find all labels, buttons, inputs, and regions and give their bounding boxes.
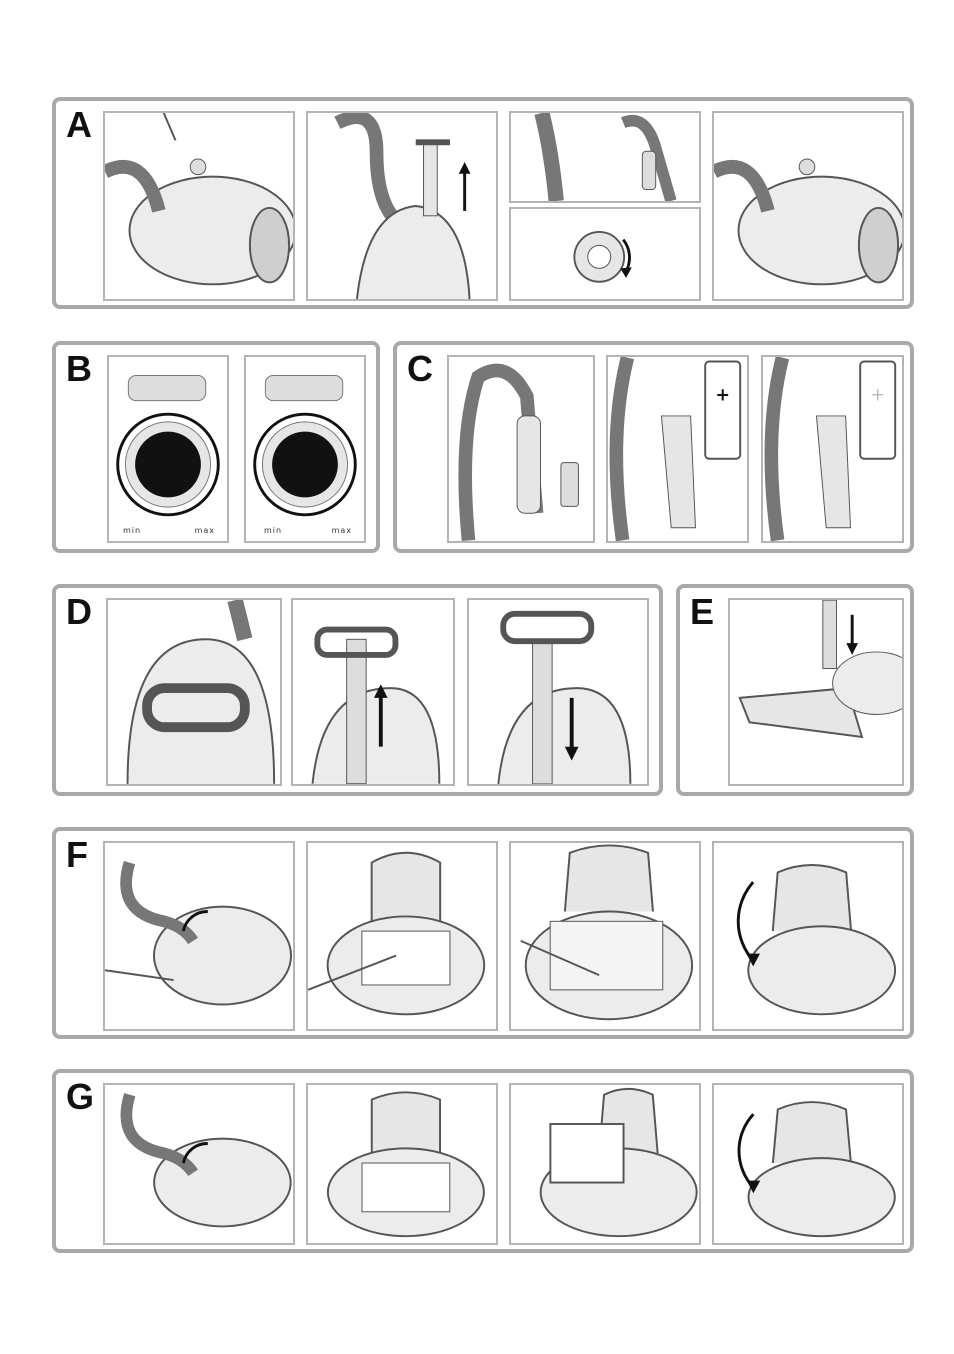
dial-min-label: min [123, 526, 141, 535]
section-d: D [52, 584, 663, 796]
section-letter-d: D [66, 594, 92, 630]
arrow-icon [459, 162, 471, 174]
illustration-a1 [103, 111, 295, 301]
illustration-f4 [712, 841, 904, 1031]
illustration-f2 [306, 841, 498, 1031]
section-letter-g: G [66, 1079, 94, 1115]
section-c: C + + [393, 341, 914, 553]
section-a: A [52, 97, 914, 309]
illustration-c1 [447, 355, 595, 543]
section-letter-c: C [407, 351, 433, 387]
dial-panel-right: min max [244, 355, 366, 543]
illustration-a3-bottom [509, 207, 701, 301]
illustration-a3-top [509, 111, 701, 203]
power-dial-icon [109, 357, 227, 541]
illustration-g4 [712, 1083, 904, 1245]
illustration-g2 [306, 1083, 498, 1245]
dial-panel-left: min max [107, 355, 229, 543]
illustration-c3: + [761, 355, 904, 543]
illustration-a2 [306, 111, 498, 301]
illustration-e1 [728, 598, 904, 786]
illustration-f1 [103, 841, 295, 1031]
illustration-d2 [291, 598, 455, 786]
section-b: B min max min max [52, 341, 380, 553]
remote-plus-label-dim: + [870, 385, 885, 405]
illustration-d3 [467, 598, 649, 786]
illustration-g3 [509, 1083, 701, 1245]
section-f: F [52, 827, 914, 1039]
dial-max-label: max [195, 526, 215, 535]
remote-plus-label: + [715, 385, 730, 405]
illustration-d1 [106, 598, 282, 786]
vacuum-cleaner-illustration [105, 113, 293, 299]
illustration-g1 [103, 1083, 295, 1245]
section-letter-e: E [690, 594, 714, 630]
remote-control-icon [705, 362, 740, 459]
section-letter-a: A [66, 107, 92, 143]
dial-min-label-right: min [264, 526, 282, 535]
illustration-c2: + [606, 355, 749, 543]
dial-max-label-right: max [332, 526, 352, 535]
section-letter-f: F [66, 837, 88, 873]
section-e: E [676, 584, 914, 796]
illustration-f3 [509, 841, 701, 1031]
illustration-a4 [712, 111, 904, 301]
section-letter-b: B [66, 351, 92, 387]
section-g: G [52, 1069, 914, 1253]
